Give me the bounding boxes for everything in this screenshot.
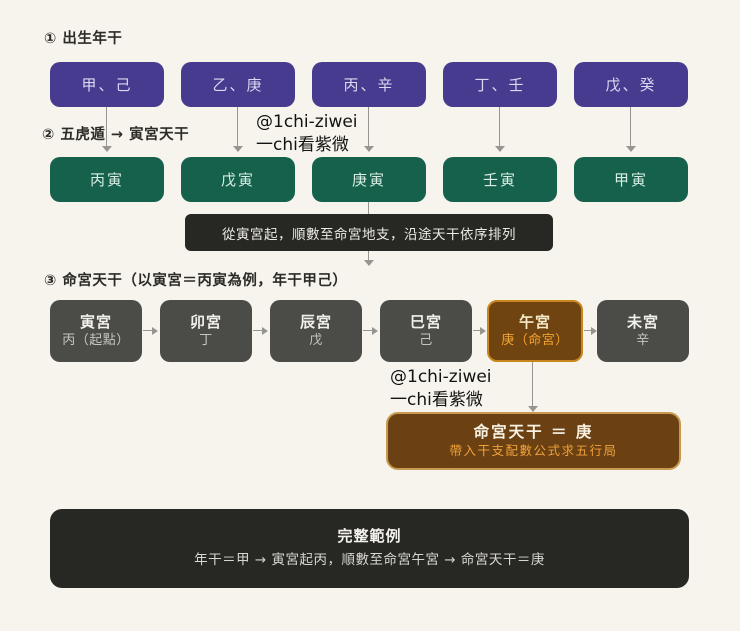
result-title: 命宮天干 ＝ 庚 bbox=[473, 422, 594, 441]
year-stem-box-4: 丁、壬 bbox=[443, 62, 557, 107]
year-stem-box-3: 丙、辛 bbox=[312, 62, 426, 107]
palace-box-si: 巳宮 己 bbox=[380, 300, 472, 362]
palace-box-yin: 寅宮 丙（起點） bbox=[50, 300, 142, 362]
watermark-name: 一chi看紫微 bbox=[390, 389, 483, 410]
right-arrow-icon bbox=[473, 326, 486, 335]
year-stem-box-1: 甲、己 bbox=[50, 62, 164, 107]
palace-name: 午宮 bbox=[518, 313, 551, 331]
tiger-box-5: 甲寅 bbox=[574, 157, 688, 202]
tiger-box-1: 丙寅 bbox=[50, 157, 164, 202]
palace-name: 寅宮 bbox=[79, 313, 112, 331]
watermark-handle: @1chi-ziwei bbox=[390, 367, 492, 387]
down-arrow-icon bbox=[527, 362, 538, 412]
down-arrow-icon bbox=[494, 107, 505, 152]
palace-stem: 庚（命宮） bbox=[501, 333, 569, 348]
palace-name: 辰宮 bbox=[299, 313, 332, 331]
watermark-name: 一chi看紫微 bbox=[256, 134, 349, 155]
watermark-handle: @1chi-ziwei bbox=[256, 112, 358, 132]
palace-box-mao: 卯宮 丁 bbox=[160, 300, 252, 362]
palace-name: 卯宮 bbox=[189, 313, 222, 331]
palace-stem: 己 bbox=[419, 333, 433, 348]
right-arrow-icon bbox=[253, 326, 268, 335]
palace-box-wei: 未宮 辛 bbox=[597, 300, 689, 362]
tiger-box-4: 壬寅 bbox=[443, 157, 557, 202]
down-arrow-icon bbox=[232, 107, 243, 152]
summary-text: 年干＝甲 → 寅宮起丙，順數至命宮午宮 → 命宮天干＝庚 bbox=[194, 552, 545, 569]
palace-name: 未宮 bbox=[626, 313, 659, 331]
right-arrow-icon bbox=[143, 326, 158, 335]
connector-line bbox=[368, 202, 369, 214]
counting-rule-note: 從寅宮起，順數至命宮地支，沿途天干依序排列 bbox=[185, 214, 553, 251]
step2-label: ② 五虎遁 → 寅宮天干 bbox=[42, 127, 190, 143]
palace-box-wu-highlighted: 午宮 庚（命宮） bbox=[487, 300, 583, 362]
palace-box-chen: 辰宮 戊 bbox=[270, 300, 362, 362]
right-arrow-icon bbox=[584, 326, 597, 335]
palace-stem: 辛 bbox=[636, 333, 650, 348]
down-arrow-icon bbox=[363, 251, 374, 266]
palace-name: 巳宮 bbox=[409, 313, 442, 331]
tiger-box-3: 庚寅 bbox=[312, 157, 426, 202]
palace-stem: 戊 bbox=[309, 333, 323, 348]
tiger-box-2: 戊寅 bbox=[181, 157, 295, 202]
step3-label: ③ 命宮天干（以寅宮＝丙寅為例，年干甲己） bbox=[44, 273, 348, 289]
result-subtitle: 帶入干支配數公式求五行局 bbox=[449, 443, 618, 458]
down-arrow-icon bbox=[625, 107, 636, 152]
palace-stem: 丙（起點） bbox=[62, 333, 130, 348]
right-arrow-icon bbox=[363, 326, 378, 335]
palace-stem: 丁 bbox=[199, 333, 213, 348]
step1-label: ① 出生年干 bbox=[44, 31, 123, 47]
summary-title: 完整範例 bbox=[337, 527, 402, 546]
complete-example-box: 完整範例 年干＝甲 → 寅宮起丙，順數至命宮午宮 → 命宮天干＝庚 bbox=[50, 509, 689, 588]
life-palace-stem-result: 命宮天干 ＝ 庚 帶入干支配數公式求五行局 bbox=[386, 412, 681, 470]
year-stem-box-2: 乙、庚 bbox=[181, 62, 295, 107]
down-arrow-icon bbox=[101, 107, 112, 152]
down-arrow-icon bbox=[363, 107, 374, 152]
year-stem-box-5: 戊、癸 bbox=[574, 62, 688, 107]
watermark-bottom: @1chi-ziwei 一chi看紫微 bbox=[390, 366, 492, 411]
watermark-top: @1chi-ziwei 一chi看紫微 bbox=[256, 111, 358, 156]
